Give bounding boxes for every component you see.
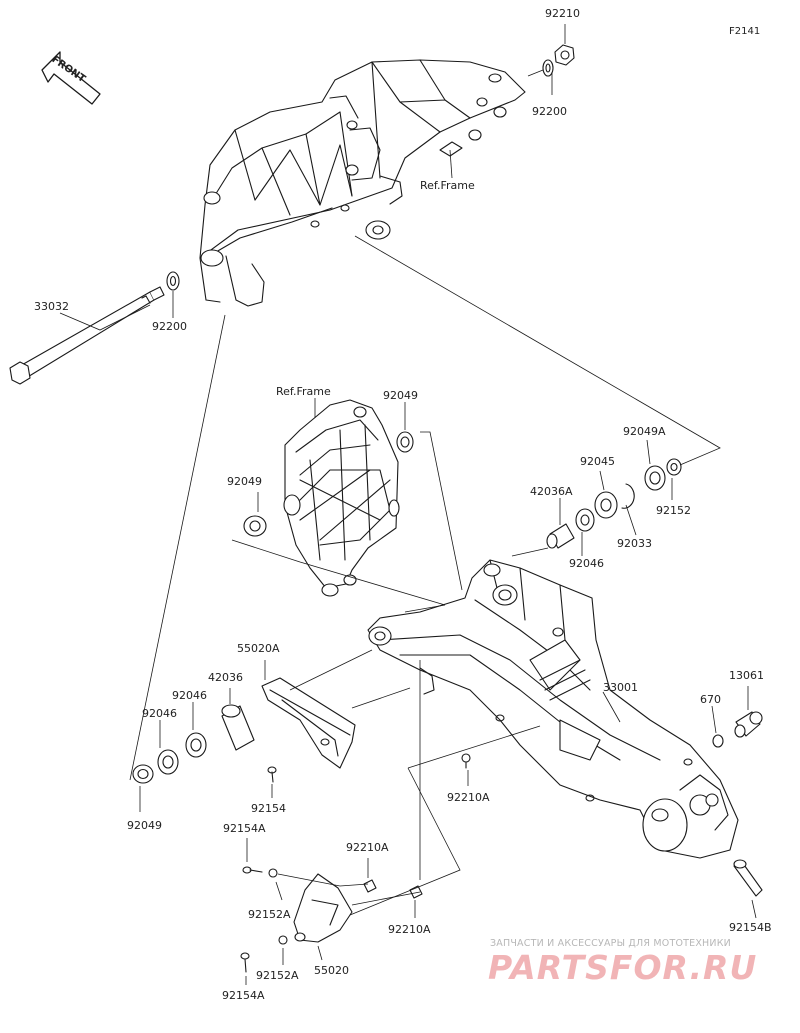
bearing-92046-a [185,732,207,758]
seal-92049A [644,465,666,491]
label-55020: 55020 [314,964,349,977]
bolt-92154B [733,859,763,897]
nut-92210-top [554,44,575,66]
label-92154B: 92154B [729,921,772,934]
washer-92200-left [166,271,180,291]
swingarm-33001 [367,559,739,859]
collar-92152A-top [268,868,278,878]
label-92210A-low: 92210A [346,841,389,854]
label-92154A-top: 92154A [223,822,266,835]
bearing-92046-b [157,749,179,775]
label-33001: 33001 [603,681,638,694]
chain-slider-55020A [261,677,356,769]
nut-92210A-mid [461,753,471,769]
label-92154A-bottom: 92154A [222,989,265,1002]
label-92049A: 92049A [623,425,666,438]
screw-92154A-top [242,866,263,874]
label-92033: 92033 [617,537,652,550]
label-92210A-bottom: 92210A [388,923,431,936]
label-92046-b: 92046 [142,707,177,720]
collar-92152A-bottom [278,935,288,945]
pivot-shaft-33032 [9,286,165,385]
label-92200-top: 92200 [532,105,567,118]
label-92152-right: 92152 [656,504,691,517]
label-92152A-bottom: 92152A [256,969,299,982]
screw-92154 [267,766,277,783]
label-92210A-mid: 92210A [447,791,490,804]
front-arrow-icon [41,51,101,105]
watermark-logo: PARTSFOR.RU [488,948,758,987]
seal-92049-left [243,515,267,537]
figure-code: F2141 [729,26,761,37]
collar-42036A [546,523,575,549]
label-ref-frame-mid: Ref.Frame [276,385,331,398]
label-92046-a: 92046 [172,689,207,702]
frame-bracket [283,399,400,597]
label-92049-top: 92049 [383,389,418,402]
label-92049-bottom: 92049 [127,819,162,832]
washer-670 [712,734,724,748]
label-92154: 92154 [251,802,286,815]
bearing-92045 [594,491,618,519]
collar-42036 [221,704,255,751]
label-92049-left: 92049 [227,475,262,488]
guard-55020 [293,873,353,943]
nut-92210A-low [363,879,377,893]
label-42036: 42036 [208,671,243,684]
bearing-92046-right [575,508,595,532]
seal-92049-bottom [132,764,154,784]
collar-92152-right [666,458,682,476]
circlip-92033 [621,483,635,509]
label-92152A-top: 92152A [248,908,291,921]
washer-92200-top [542,59,554,77]
watermark-caption: ЗАПЧАСТИ И АКСЕССУАРЫ ДЛЯ МОТОТЕХНИКИ [490,938,731,949]
label-92200-left: 92200 [152,320,187,333]
frame-upper [199,59,526,307]
label-13061: 13061 [729,669,764,682]
label-33032: 33032 [34,300,69,313]
label-55020A: 55020A [237,642,280,655]
label-ref-frame-top: Ref.Frame [420,179,475,192]
label-42036A: 42036A [530,485,573,498]
collar-13061 [734,711,763,738]
screw-92154A-bottom [240,952,250,973]
label-92046-right: 92046 [569,557,604,570]
seal-92049-top [396,431,414,453]
label-670: 670 [700,693,721,706]
leader-lines [59,24,757,985]
label-92210-top: 92210 [545,7,580,20]
label-92045: 92045 [580,455,615,468]
